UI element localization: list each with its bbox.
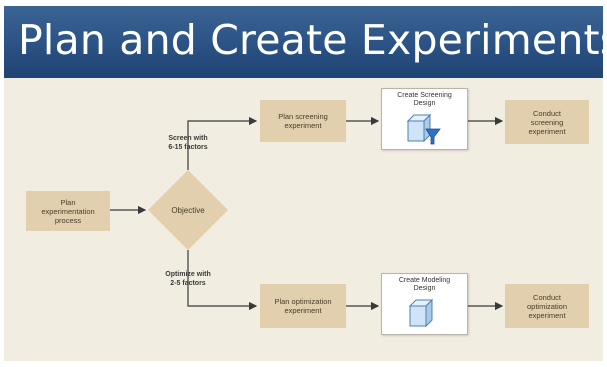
node-conduct-optimization: Conduct optimization experiment	[505, 284, 589, 328]
node-plan-screening: Plan screening experiment	[260, 100, 346, 142]
objective-diamond	[148, 170, 228, 250]
title-bar: Plan and Create Experiments	[4, 6, 607, 78]
modeling-cube-icon	[408, 298, 434, 328]
node-plan-optimization: Plan optimization experiment	[260, 284, 346, 328]
flow-diagram: Plan experimentation process Objective S…	[4, 78, 603, 361]
tool-create-modeling-design: Create Modeling Design	[381, 273, 468, 335]
arrow-objective-to-optimization	[187, 250, 258, 311]
diagram-connectors	[110, 116, 504, 311]
node-plan-process: Plan experimentation process	[26, 191, 110, 231]
slide-title: Plan and Create Experiments	[18, 16, 607, 64]
branch-label-optimize: Optimize with 2-5 factors	[165, 271, 211, 287]
tool-create-modeling-label: Create Modeling Design	[398, 277, 451, 292]
tool-create-screening-label: Create Screening Design	[397, 92, 452, 107]
node-conduct-screening: Conduct screening experiment	[505, 100, 589, 144]
branch-label-screen: Screen with 6-15 factors	[168, 135, 208, 151]
tool-create-screening-design: Create Screening Design	[381, 88, 468, 150]
node-objective-label: Objective	[171, 206, 205, 215]
arrow-objective-to-screening	[187, 116, 258, 170]
screening-cube-icon	[406, 113, 441, 145]
